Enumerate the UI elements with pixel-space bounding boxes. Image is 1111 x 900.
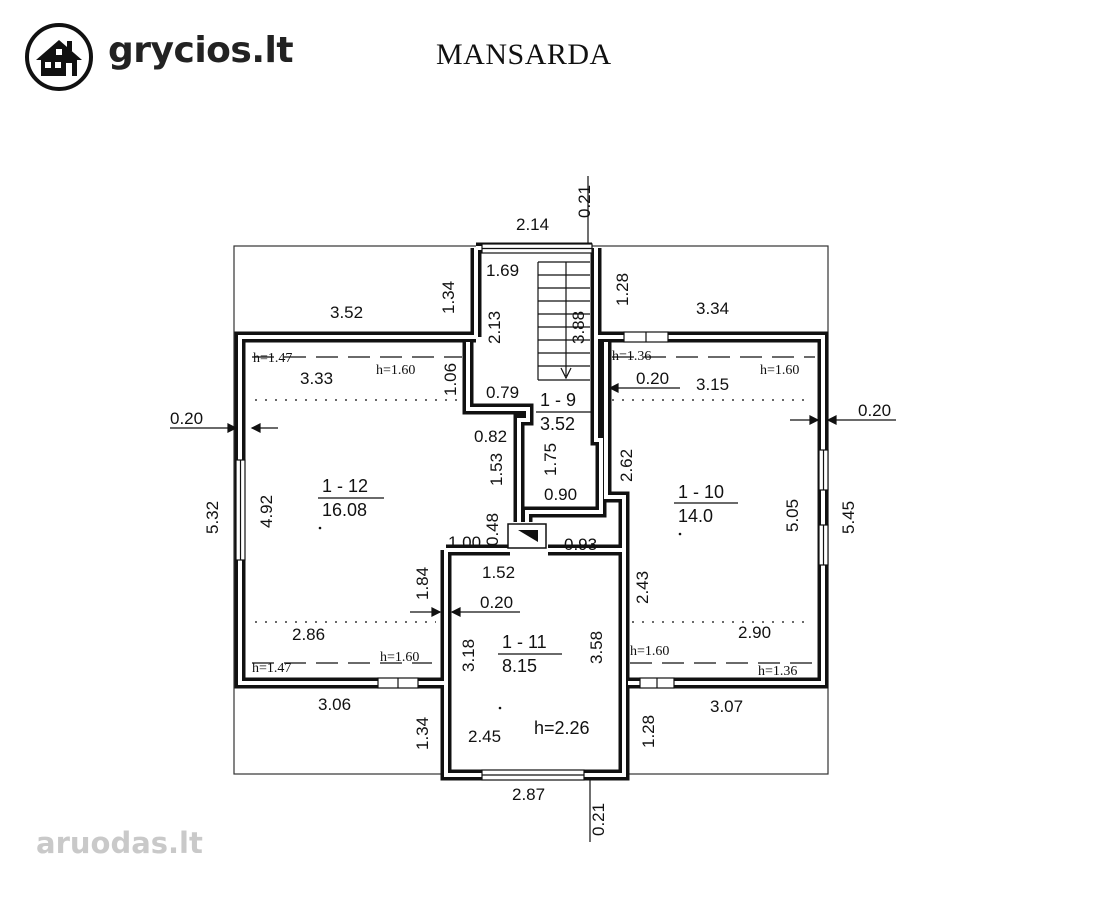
house-logo-icon (25, 23, 93, 91)
height-label: h=2.26 (534, 718, 590, 738)
height-label: h=1.47 (252, 661, 291, 676)
room-12-area: 16.08 (322, 500, 367, 520)
dim-label: 2.86 (292, 625, 325, 644)
height-label: h=1.60 (760, 363, 799, 378)
height-label: h=1.36 (758, 664, 797, 679)
watermark: aruodas.lt (36, 826, 203, 860)
height-label: h=1.60 (376, 363, 415, 378)
dim-label: 2.62 (617, 449, 636, 482)
dim-label: 0.20 (170, 409, 203, 428)
room-12-id: 1 - 12 (322, 476, 368, 496)
dim-label: 3.58 (587, 631, 606, 664)
height-lines (252, 356, 815, 664)
dim-label: 3.18 (459, 639, 478, 672)
dim-label: 1.28 (613, 273, 632, 306)
dim-label: 2.45 (468, 727, 501, 746)
height-labels: h=1.47 h=1.60 h=1.36 h=1.60 h=1.47 h=1.6… (252, 349, 799, 738)
dim-label: 0.21 (589, 803, 608, 836)
dim-label: 2.14 (516, 215, 549, 234)
dim-label: 1.00 (448, 533, 481, 552)
height-label: h=1.47 (253, 351, 292, 366)
room-labels: 1 - 12 16.08 1 - 10 14.0 1 - 9 3.52 1 - … (318, 390, 738, 676)
dim-label: 3.34 (696, 299, 729, 318)
brand-name[interactable]: grycios.lt (108, 30, 294, 71)
dim-label: 0.20 (858, 401, 891, 420)
dim-label: 2.90 (738, 623, 771, 642)
room-9-id: 1 - 9 (540, 390, 576, 410)
dim-label: 1.53 (487, 453, 506, 486)
dim-label: 3.15 (696, 375, 729, 394)
chimney-icon (507, 523, 547, 549)
dim-label: 0.93 (564, 535, 597, 554)
dim-label: 1.28 (639, 715, 658, 748)
plan-title: MANSARDA (436, 38, 612, 71)
dim-label: 0.48 (483, 513, 502, 546)
dim-label: 2.13 (485, 311, 504, 344)
dimension-labels: 2.14 3.52 1.69 3.34 3.33 0.79 0.20 3.15 … (170, 215, 891, 804)
dimension-labels-vertical: 0.21 1.34 1.28 2.13 3.88 1.06 1.53 1.75 … (203, 185, 858, 836)
dim-label: 1.52 (482, 563, 515, 582)
dim-label: 5.45 (839, 501, 858, 534)
height-label: h=1.60 (630, 644, 669, 659)
room-11-area: 8.15 (502, 656, 537, 676)
dim-label: 1.34 (413, 717, 432, 750)
dim-label: 3.88 (569, 311, 588, 344)
room-10-id: 1 - 10 (678, 482, 724, 502)
dim-label: 1.69 (486, 261, 519, 280)
dim-label: 0.21 (575, 185, 594, 218)
dim-label: 4.92 (257, 495, 276, 528)
dim-label: 1.34 (439, 281, 458, 314)
dim-label: 2.43 (633, 571, 652, 604)
windows (235, 243, 829, 781)
watermark-text: aruodas (36, 826, 169, 860)
staircase (537, 261, 590, 381)
dim-label: 1.06 (441, 363, 460, 396)
room-10-area: 14.0 (678, 506, 713, 526)
height-label: h=1.36 (612, 349, 651, 364)
dim-label: 5.32 (203, 501, 222, 534)
room-markers (318, 526, 682, 710)
dim-label: 0.20 (480, 593, 513, 612)
dim-label: 3.07 (710, 697, 743, 716)
height-label: h=1.60 (380, 650, 419, 665)
dim-label: 0.82 (474, 427, 507, 446)
dim-label: 1.84 (413, 567, 432, 600)
dim-label: 3.06 (318, 695, 351, 714)
watermark-tld: .lt (168, 826, 203, 860)
room-11-id: 1 - 11 (502, 632, 547, 652)
dim-label: 0.90 (544, 485, 577, 504)
dim-label: 1.75 (541, 443, 560, 476)
dim-label: 0.20 (636, 369, 669, 388)
dim-label: 5.05 (783, 499, 802, 532)
dimension-arrows (170, 176, 896, 842)
dim-label: 3.52 (330, 303, 363, 322)
dim-label: 3.33 (300, 369, 333, 388)
room-9-area: 3.52 (540, 414, 575, 434)
dim-label: 0.79 (486, 383, 519, 402)
dim-label: 2.87 (512, 785, 545, 804)
